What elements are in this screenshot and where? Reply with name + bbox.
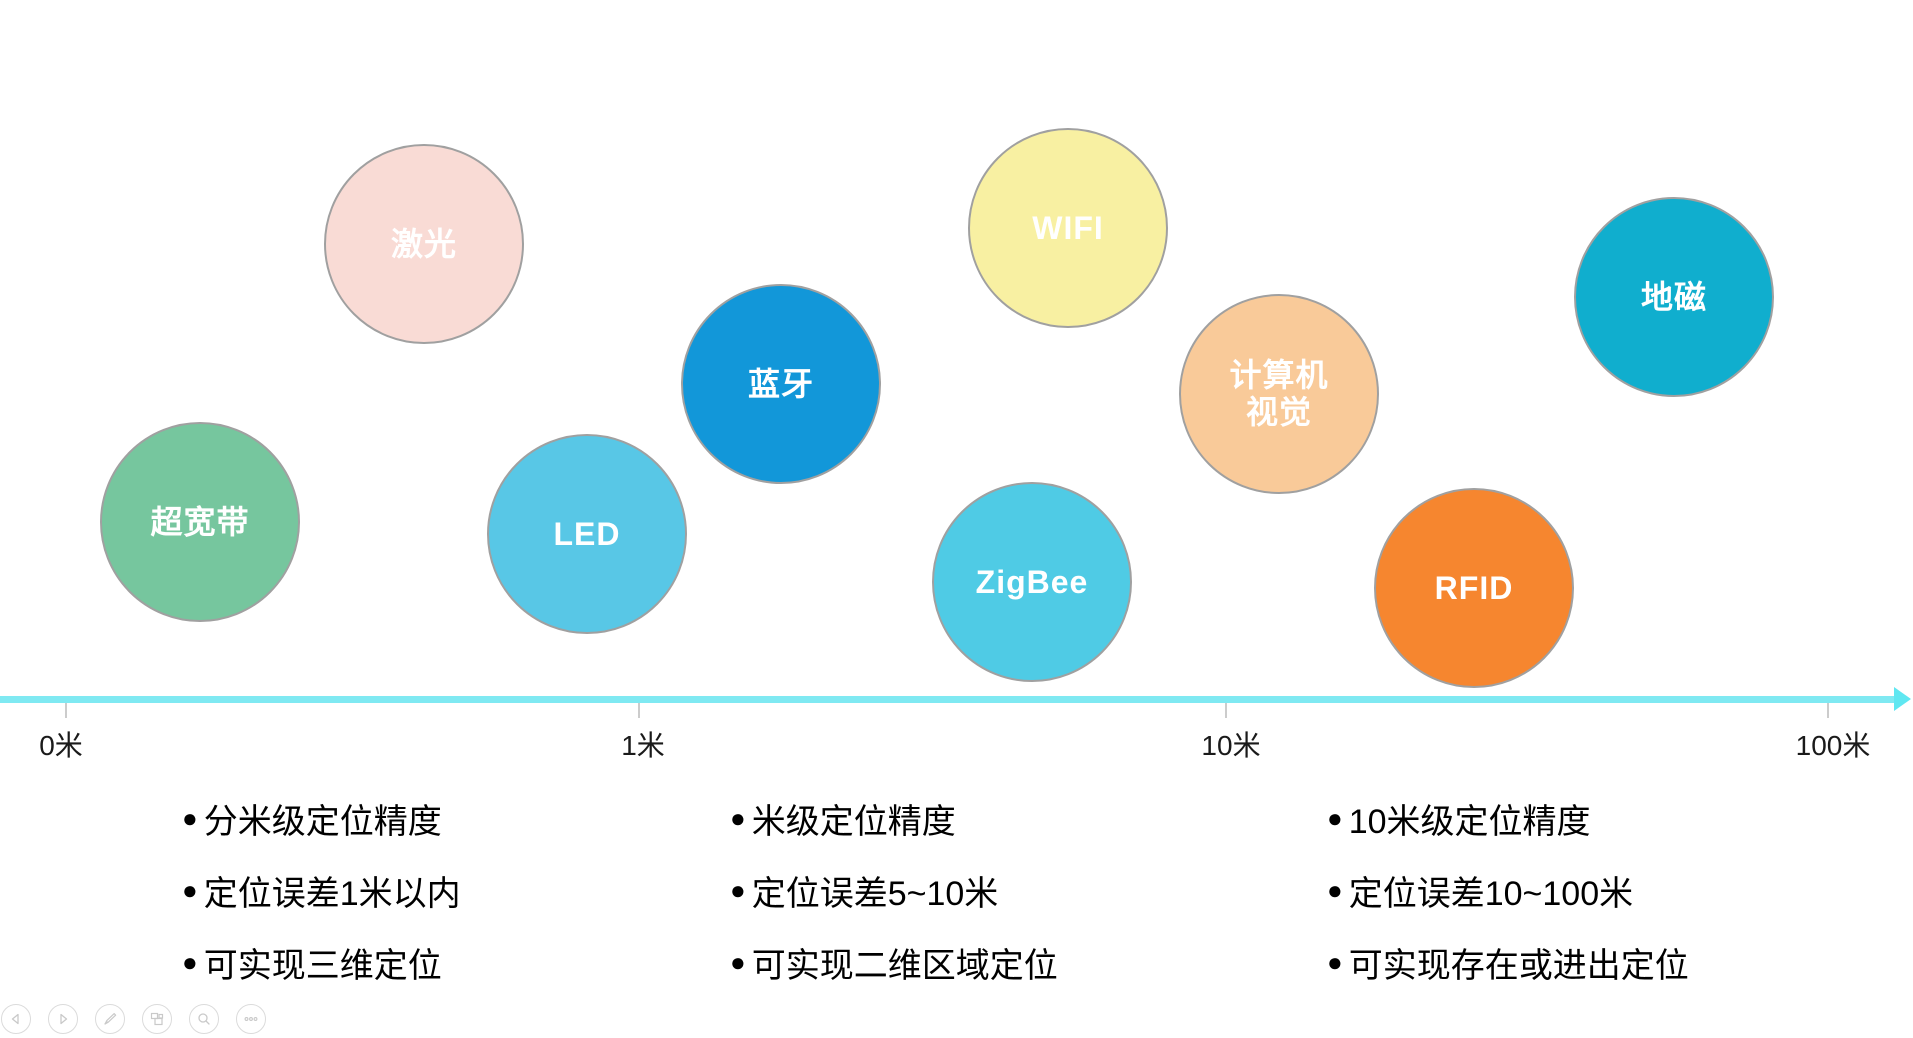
bubble-computer-vision: 计算机 视觉 <box>1179 294 1379 494</box>
bubble-rfid-label: RFID <box>1434 569 1514 606</box>
bubble-bluetooth: 蓝牙 <box>681 284 881 484</box>
axis-label-10m: 10米 <box>1201 730 1261 761</box>
bubble-computer-vision-label: 计算机 视觉 <box>1229 357 1329 430</box>
pen-button[interactable] <box>95 1004 125 1034</box>
legend-item: ● 可实现三维定位 <box>182 942 461 985</box>
bubble-led: LED <box>487 434 687 634</box>
bubble-wifi-label: WIFI <box>1032 209 1104 246</box>
bubble-geomagnetic-label: 地磁 <box>1640 278 1707 315</box>
legend-item-text: 可实现三维定位 <box>203 946 442 985</box>
axis-tick-1m <box>638 703 640 718</box>
more-options-icon <box>243 1011 259 1027</box>
slide-panels-icon <box>149 1011 165 1027</box>
bullet-icon: ● <box>1327 875 1343 905</box>
bullet-icon: ● <box>182 947 198 977</box>
legend-item: ● 分米级定位精度 <box>182 798 461 841</box>
next-slide-button[interactable] <box>48 1004 78 1034</box>
zoom-icon <box>196 1011 212 1027</box>
bullet-icon: ● <box>1327 947 1343 977</box>
more-options-button[interactable] <box>236 1004 266 1034</box>
axis-arrowhead-icon <box>1894 687 1911 711</box>
axis-label-0m: 0米 <box>39 730 83 761</box>
axis-label-1m: 1米 <box>621 730 665 761</box>
legend-item: ● 定位误差1米以内 <box>182 870 461 913</box>
zoom-button[interactable] <box>189 1004 219 1034</box>
bubble-uwb: 超宽带 <box>100 422 300 622</box>
bubble-laser: 激光 <box>324 144 524 344</box>
legend-item-text: 10米级定位精度 <box>1348 802 1591 841</box>
legend-item-text: 定位误差1米以内 <box>203 874 461 913</box>
legend-column-decimeter: ● 分米级定位精度 ● 定位误差1米以内 ● 可实现三维定位 <box>182 798 461 1014</box>
axis-tick-0m <box>65 703 67 718</box>
axis-label-100m: 100米 <box>1795 730 1871 761</box>
bubble-rfid: RFID <box>1374 488 1574 688</box>
slideshow-toolbar <box>1 1004 266 1034</box>
bubble-led-label: LED <box>553 515 621 552</box>
axis-line <box>0 696 1897 703</box>
legend-item: ● 10米级定位精度 <box>1327 798 1689 841</box>
legend-item: ● 定位误差10~100米 <box>1327 870 1689 913</box>
bullet-icon: ● <box>182 875 198 905</box>
legend-item-text: 可实现存在或进出定位 <box>1348 946 1689 985</box>
bullet-icon: ● <box>730 875 746 905</box>
legend-item-text: 可实现二维区域定位 <box>751 946 1058 985</box>
previous-slide-icon <box>8 1011 24 1027</box>
bubble-geomagnetic: 地磁 <box>1574 197 1774 397</box>
bullet-icon: ● <box>730 947 746 977</box>
bubble-zigbee: ZigBee <box>932 482 1132 682</box>
legend-column-meter: ● 米级定位精度 ● 定位误差5~10米 ● 可实现二维区域定位 <box>730 798 1058 1014</box>
bubble-zigbee-label: ZigBee <box>975 563 1089 600</box>
legend-item-text: 定位误差10~100米 <box>1348 874 1634 913</box>
previous-slide-button[interactable] <box>1 1004 31 1034</box>
axis-tick-100m <box>1827 703 1829 718</box>
bubble-uwb-label: 超宽带 <box>150 503 250 540</box>
legend-item-text: 米级定位精度 <box>751 802 956 841</box>
legend-item: ● 可实现存在或进出定位 <box>1327 942 1689 985</box>
legend-item: ● 定位误差5~10米 <box>730 870 1058 913</box>
bullet-icon: ● <box>182 803 198 833</box>
bubble-bluetooth-label: 蓝牙 <box>747 365 814 402</box>
bubble-laser-label: 激光 <box>390 225 457 262</box>
slide-panels-button[interactable] <box>142 1004 172 1034</box>
legend-column-ten-meter: ● 10米级定位精度 ● 定位误差10~100米 ● 可实现存在或进出定位 <box>1327 798 1689 1014</box>
legend-item-text: 分米级定位精度 <box>203 802 442 841</box>
legend-item: ● 米级定位精度 <box>730 798 1058 841</box>
next-slide-icon <box>55 1011 71 1027</box>
legend-item-text: 定位误差5~10米 <box>751 874 999 913</box>
axis-tick-10m <box>1225 703 1227 718</box>
bubble-wifi: WIFI <box>968 128 1168 328</box>
pen-icon <box>102 1011 118 1027</box>
bullet-icon: ● <box>1327 803 1343 833</box>
legend-item: ● 可实现二维区域定位 <box>730 942 1058 985</box>
bullet-icon: ● <box>730 803 746 833</box>
